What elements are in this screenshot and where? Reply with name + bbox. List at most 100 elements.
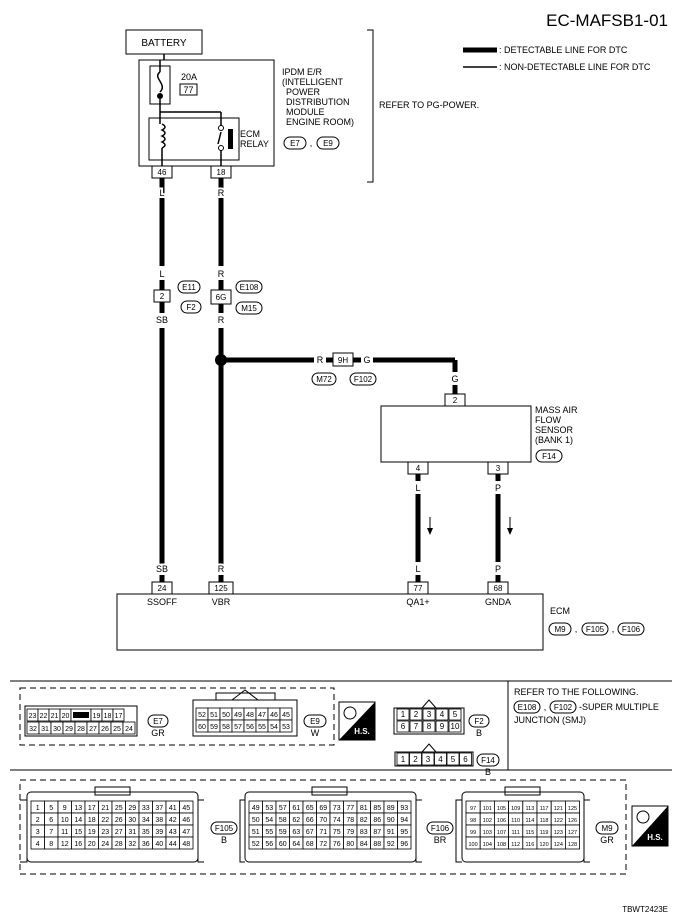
fuse-icon: [157, 71, 163, 93]
wire-color-l-2: L: [159, 269, 164, 279]
ipdm-name-6: ENGINE ROOM): [286, 117, 354, 127]
relay-coil-icon: [160, 123, 166, 149]
pin-label: 6: [49, 817, 53, 824]
connector-e7-name: E7: [153, 717, 163, 726]
pin-label: 74: [333, 817, 341, 824]
connector-e7-color: GR: [151, 728, 165, 738]
pin-label: 73: [333, 805, 341, 812]
branch-color-g: G: [363, 355, 370, 365]
ecm: 24 SSOFF 125 VBR 77 QA1+ 68 GNDA ECM M9 …: [116, 581, 645, 651]
connector-f105-color: B: [221, 835, 227, 845]
pin-cell: [435, 708, 449, 721]
pin-label: 9: [440, 722, 445, 731]
smj-note-3: JUNCTION (SMJ): [514, 715, 586, 725]
pin-label: 46: [270, 712, 278, 719]
connector-f106-name: F106: [431, 824, 450, 833]
pin-label: 35: [142, 829, 150, 836]
connector-f14-color: B: [485, 767, 491, 777]
pin-label: 6: [463, 755, 468, 764]
refer-bracket: [367, 29, 374, 183]
ecm-pin-label-gnda: GNDA: [485, 597, 511, 607]
pin-label: 12: [61, 841, 69, 848]
pin-label: 30: [53, 726, 61, 733]
pin-label: 6: [401, 722, 406, 731]
pin-label: 48: [182, 841, 190, 848]
joint-f2-label: F2: [186, 303, 196, 312]
pin-label: 113: [526, 806, 535, 812]
pin-label: 86: [373, 817, 381, 824]
pin-label: 116: [526, 842, 535, 848]
pin-label: 13: [74, 805, 82, 812]
pin-label: 1: [36, 805, 40, 812]
pin-label: 38: [155, 817, 163, 824]
maf-name-2: FLOW: [535, 415, 562, 425]
pin-label: 51: [210, 712, 218, 719]
smj-conn-f102: F102: [554, 703, 573, 712]
pin-label: 66: [306, 817, 314, 824]
wire-l-sb: L L SB SB: [154, 178, 170, 582]
pin-label: 128: [568, 842, 577, 848]
pin-label: 78: [346, 817, 354, 824]
relay-label-1: ECM: [240, 129, 260, 139]
pin-label: 3: [36, 829, 40, 836]
joint-e108-label: E108: [240, 283, 259, 292]
pin-label: 95: [400, 829, 408, 836]
pin-label: 65: [306, 805, 314, 812]
pin-label: 4: [438, 755, 443, 764]
pin-label: 42: [169, 817, 177, 824]
pin-label: 89: [387, 805, 395, 812]
pin-label: 92: [387, 841, 395, 848]
pin-label: 33: [142, 805, 150, 812]
joint-e11-pin: 2: [160, 292, 165, 301]
pin-label: 121: [554, 806, 563, 812]
pin-label: 11: [61, 829, 68, 836]
pin-label: 103: [483, 830, 492, 836]
pin-label: 32: [128, 841, 136, 848]
pin-cell: [459, 752, 472, 766]
ipdm-name-3: POWER: [286, 87, 321, 97]
pin-cell: [448, 720, 462, 733]
joint-e108-m15: 6G E108 M15: [210, 280, 263, 315]
pin-label: 28: [77, 726, 85, 733]
pin-label: 45: [282, 712, 290, 719]
pin-label: 51: [252, 829, 260, 836]
connector-group-e7-e9: [19, 687, 335, 746]
pin-label: 34: [142, 817, 150, 824]
pin-label: 55: [258, 724, 266, 731]
joint-m15-label: M15: [241, 304, 257, 313]
pin-label: 28: [115, 841, 123, 848]
pin-label: 97: [470, 806, 476, 812]
pin-label: 61: [292, 805, 300, 812]
pin-cell: [446, 752, 460, 766]
pin-label: 117: [540, 806, 549, 812]
signal-arrow-icon-2: [507, 528, 513, 535]
battery-label: BATTERY: [141, 38, 187, 49]
connector-f106-color: BR: [434, 835, 447, 845]
connector-f105-name: F105: [215, 824, 234, 833]
joint-e108-pin: 6G: [216, 293, 227, 302]
pin-label: 25: [115, 805, 123, 812]
pin-label: 8: [427, 722, 432, 731]
pin-label: 40: [155, 841, 163, 848]
relay-box: [148, 117, 240, 161]
pin-label: 18: [88, 817, 96, 824]
refer-pg-power: REFER TO PG-POWER.: [379, 100, 479, 110]
ecm-box: [116, 593, 544, 651]
legend-detectable: : DETECTABLE LINE FOR DTC: [499, 45, 628, 55]
pin-label: 69: [319, 805, 327, 812]
pin-cell: [279, 719, 293, 733]
maf-l-color-2: L: [415, 564, 420, 574]
pin-label: 3: [426, 755, 431, 764]
pin-label: 7: [414, 722, 419, 731]
pin-label: 2: [413, 755, 418, 764]
wire-color-sb-1: SB: [156, 315, 168, 325]
pin-label: 58: [222, 724, 230, 731]
ecm-pin-77: 77: [414, 584, 423, 593]
pin-label: 16: [74, 841, 82, 848]
maf-p-color-1: P: [495, 483, 501, 493]
connector-group-ecm: [19, 779, 627, 875]
ipdm-pin-18: 18: [217, 168, 226, 177]
ipdm-er: 20A 77 ECM RELAY IPDM E/R (INTELLIGENT P…: [138, 59, 354, 179]
pin-label: 119: [540, 830, 549, 836]
